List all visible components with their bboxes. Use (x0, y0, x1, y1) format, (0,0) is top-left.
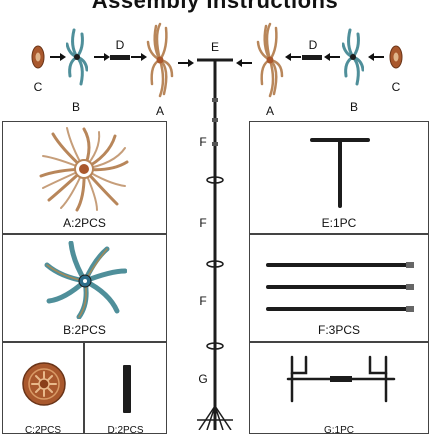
part-box-c: C:2PCS (2, 342, 84, 436)
label-a-left: A (155, 104, 164, 118)
part-box-e: E:1PC (249, 121, 429, 234)
wheel-a-front-icon (39, 127, 129, 212)
wheel-a-left-side-icon (146, 22, 174, 98)
assembled-pole-icon (197, 58, 233, 430)
t-top-e-icon (310, 138, 370, 208)
label-pole-f3: F (199, 294, 207, 308)
part-label-c: C:2PCS (24, 425, 62, 436)
part-box-f: F:3PCS (249, 234, 429, 342)
spacer-d-left (110, 55, 130, 60)
spacer-tube-d-icon (123, 365, 131, 413)
arrow-right-icon (50, 53, 66, 61)
part-label-b: B:2PCS (63, 323, 106, 337)
label-e-center: E (210, 40, 219, 54)
part-box-g: G:1PC (249, 342, 429, 436)
arrow-left-icon (324, 53, 340, 61)
label-d-left: D (115, 38, 125, 52)
arrow-left-icon (236, 59, 252, 67)
label-d-right: D (308, 38, 318, 52)
part-label-d: D:2PCS (107, 425, 144, 436)
hub-c-left-icon (31, 45, 45, 69)
wheel-b-right-side-icon (342, 28, 364, 86)
arrow-right-icon (131, 53, 147, 61)
pole-sections-f-icon (266, 262, 414, 312)
wheel-b-front-icon (44, 241, 127, 319)
part-label-f: F:3PCS (317, 323, 360, 337)
wheel-b-left-side-icon (66, 28, 88, 86)
arrow-left-icon (368, 53, 384, 61)
label-b-right: B (349, 100, 358, 114)
spacer-d-right (302, 55, 322, 60)
part-label-a: A:2PCS (63, 216, 106, 230)
label-pole-f2: F (199, 216, 207, 230)
label-pole-f1: F (199, 135, 207, 149)
part-label-g: G:1PC (323, 425, 354, 436)
wheel-a-right-side-icon (256, 22, 284, 98)
part-box-d: D:2PCS (84, 342, 167, 436)
arrow-right-icon (94, 53, 110, 61)
page-title: Assembly Instructions (91, 0, 339, 13)
ground-stake-g-icon (286, 355, 396, 403)
hub-c-front-icon (22, 362, 66, 406)
arrow-left-icon (285, 53, 301, 61)
label-c-right: C (391, 80, 401, 94)
part-label-e: E:1PC (321, 216, 357, 230)
label-pole-g: G (198, 372, 208, 386)
part-box-b: B:2PCS (2, 234, 167, 342)
part-box-a: A:2PCS (2, 121, 167, 234)
label-a-right: A (265, 104, 274, 118)
label-b-left: B (71, 100, 80, 114)
hub-c-right-icon (389, 45, 403, 69)
arrow-right-icon (178, 59, 194, 67)
label-c-left: C (33, 80, 43, 94)
